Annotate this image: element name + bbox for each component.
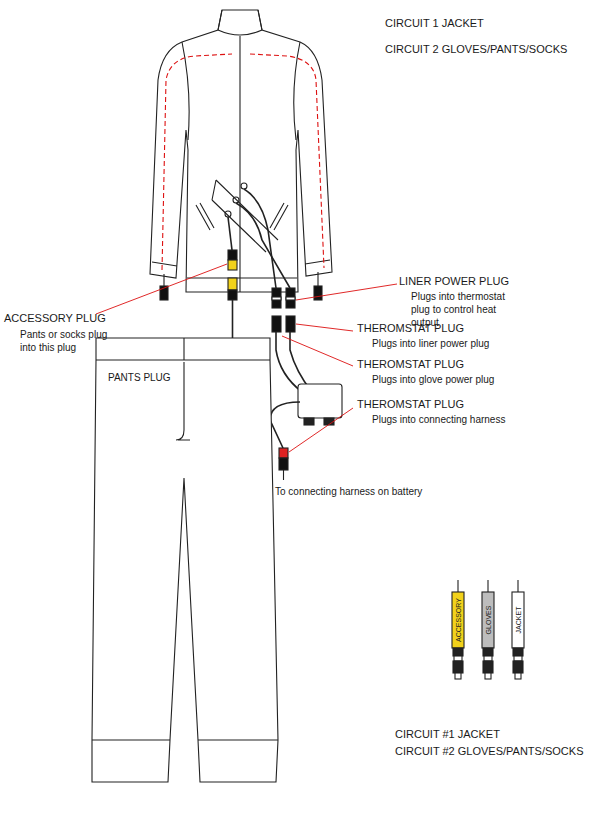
jacket-liner-flap [212, 180, 278, 252]
legend-heading: CIRCUIT #2 GLOVES/PANTS/SOCKS [395, 744, 583, 758]
pants-plug [228, 278, 237, 290]
thermostat-box [298, 384, 342, 418]
jacket-armholes [182, 42, 300, 140]
accessory-plug [228, 260, 237, 270]
plug-band [286, 297, 295, 300]
jacket-hem [187, 277, 297, 278]
cable-name: GLOVES [485, 606, 492, 635]
jacket [150, 10, 332, 300]
accessory-cable [228, 217, 232, 250]
pants-waistband [96, 359, 270, 360]
cable-sleeve [512, 592, 524, 648]
liner-cable [244, 189, 276, 288]
glove-plug [314, 286, 322, 300]
pants-outline [92, 338, 278, 782]
plug-collar [453, 648, 463, 656]
plug-ring [484, 656, 492, 661]
jacket-cuffs [152, 260, 330, 266]
legend-heading: CIRCUIT #1 JACKET [395, 727, 500, 741]
callout-title: THEROMSTAT PLUG [357, 321, 464, 335]
leader-line [296, 284, 397, 300]
thermostat-plug [272, 316, 281, 332]
plug-band [272, 297, 281, 300]
thermostat-plug [286, 316, 295, 332]
pants-plug [228, 290, 237, 300]
callout-note: Pants or socks plug into this plug [20, 328, 108, 354]
harness-plug [279, 448, 288, 458]
part-name: PANTS PLUG [108, 371, 171, 384]
legend-heading: CIRCUIT 1 JACKET [385, 16, 484, 30]
pants [92, 338, 278, 782]
pants-fly [176, 338, 190, 440]
plug-collar [513, 648, 523, 656]
thermostat-knob [304, 418, 314, 425]
heating-element [162, 54, 324, 270]
cable-name: JACKET [515, 607, 522, 634]
plug-tip [485, 673, 491, 679]
cable-wire [458, 580, 518, 592]
thermostat-knob [324, 418, 334, 425]
accessory-plug [228, 250, 237, 260]
plug-ring [514, 656, 522, 661]
plug-ring [454, 656, 462, 661]
leader-line [296, 324, 353, 331]
legend-heading: CIRCUIT 2 GLOVES/PANTS/SOCKS [385, 42, 567, 56]
plug-body [483, 661, 493, 673]
callout-title: THEROMSTAT PLUG [357, 397, 464, 411]
plug-tip [455, 673, 461, 679]
callout-note: To connecting harness on battery [275, 485, 422, 498]
callout-title: LINER POWER PLUG [399, 274, 509, 288]
leader-line [289, 408, 353, 452]
jacket-zipper [239, 36, 240, 292]
harness-wire [283, 470, 284, 480]
liner-port [241, 183, 247, 189]
liner-port [233, 197, 239, 203]
cable-samples [452, 580, 524, 648]
cable-plug [483, 648, 493, 679]
plug-tip [515, 673, 521, 679]
harness [228, 189, 290, 288]
liner-power-plug [272, 288, 281, 308]
jacket-outline [150, 10, 332, 292]
leader-line [282, 336, 353, 366]
liner-cable [236, 203, 290, 288]
liner-port [225, 211, 231, 217]
cable-sleeve [452, 592, 464, 648]
cable-plug [453, 648, 463, 679]
battery-cable [270, 402, 300, 448]
plug-body [453, 661, 463, 673]
plug-collar [483, 648, 493, 656]
cable-name: ACCESSORY [455, 598, 462, 642]
liner-power-plug [286, 288, 295, 308]
callout-note: Plugs into liner power plug [372, 337, 489, 350]
cable-sleeve [482, 592, 494, 648]
leader-line [96, 264, 227, 314]
callout-title: THEROMSTAT PLUG [357, 357, 464, 371]
plug-body [513, 661, 523, 673]
harness-plug [279, 458, 288, 470]
jacket-collar [218, 10, 262, 35]
callout-note: Plugs into connecting harness [372, 413, 505, 426]
callout-title: ACCESSORY PLUG [4, 311, 106, 325]
callout-note: Plugs into glove power plug [372, 373, 494, 386]
cable-plug [513, 648, 523, 679]
pants-cuffs [92, 739, 278, 740]
